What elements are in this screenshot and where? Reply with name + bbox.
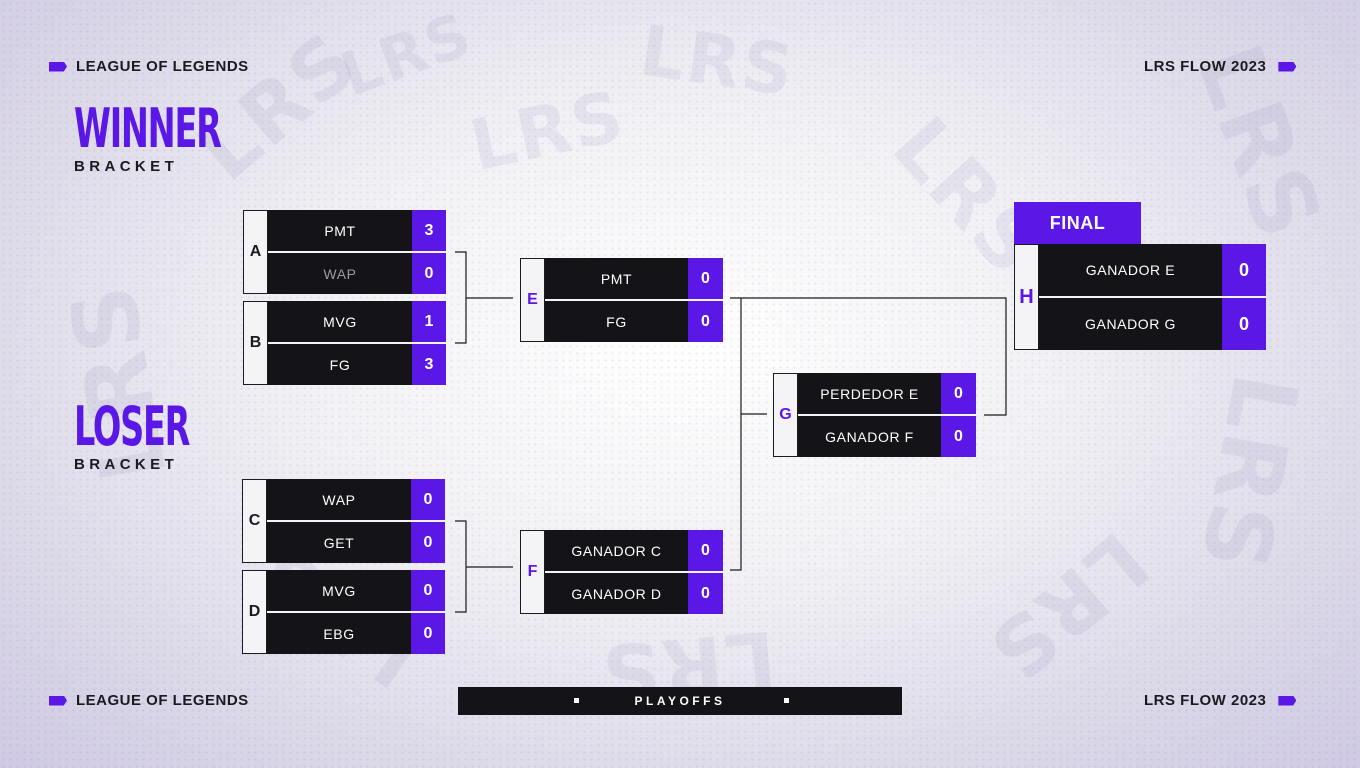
team-name: GANADOR G <box>1039 298 1222 350</box>
team-score: 0 <box>688 530 723 571</box>
match-letter: E <box>520 258 545 342</box>
header-left-text: LEAGUE OF LEGENDS <box>76 58 249 75</box>
team-name: GANADOR F <box>798 416 941 457</box>
match-row[interactable]: MVG 0 <box>267 570 445 611</box>
team-score: 0 <box>412 253 446 294</box>
playoffs-bar: PLAYOFFS <box>458 687 902 715</box>
team-score: 0 <box>411 522 445 563</box>
match-a[interactable]: A PMT 3 WAP 0 <box>243 210 446 294</box>
team-score: 0 <box>411 613 445 654</box>
match-row[interactable]: PMT 3 <box>268 210 446 251</box>
match-row[interactable]: GANADOR C 0 <box>545 530 723 571</box>
tag-icon <box>1278 61 1297 72</box>
match-e[interactable]: E PMT 0 FG 0 <box>520 258 723 342</box>
team-score: 1 <box>412 301 446 342</box>
match-d[interactable]: D MVG 0 EBG 0 <box>242 570 445 654</box>
winner-title-big: WINNER <box>74 97 222 160</box>
footer-left: LEAGUE OF LEGENDS <box>49 692 249 709</box>
playoffs-label: PLAYOFFS <box>634 694 726 708</box>
footer-left-text: LEAGUE OF LEGENDS <box>76 692 249 709</box>
match-letter: B <box>243 301 268 385</box>
match-row[interactable]: GET 0 <box>267 520 445 563</box>
square-icon <box>574 698 579 703</box>
team-score: 0 <box>688 258 723 299</box>
team-name: MVG <box>267 570 411 611</box>
team-score: 0 <box>941 416 976 457</box>
match-row[interactable]: PERDEDOR E 0 <box>798 373 976 414</box>
match-row[interactable]: FG 0 <box>545 299 723 342</box>
match-letter: F <box>520 530 545 614</box>
team-score: 0 <box>688 573 723 614</box>
match-f[interactable]: F GANADOR C 0 GANADOR D 0 <box>520 530 723 614</box>
match-c[interactable]: C WAP 0 GET 0 <box>242 479 445 563</box>
match-row[interactable]: EBG 0 <box>267 611 445 654</box>
footer-right-text: LRS FLOW 2023 <box>1144 692 1267 709</box>
match-row[interactable]: GANADOR G 0 <box>1039 296 1266 350</box>
team-score: 0 <box>688 301 723 342</box>
winner-title-small: BRACKET <box>74 158 179 175</box>
team-name: MVG <box>268 301 412 342</box>
team-score: 3 <box>412 210 446 251</box>
team-name: WAP <box>268 253 412 294</box>
final-label: FINAL <box>1014 202 1141 244</box>
header-left: LEAGUE OF LEGENDS <box>49 58 249 75</box>
match-b[interactable]: B MVG 1 FG 3 <box>243 301 446 385</box>
team-name: PERDEDOR E <box>798 373 941 414</box>
match-letter: A <box>243 210 268 294</box>
winner-bracket-title: WINNER BRACKET <box>74 97 311 176</box>
match-letter: G <box>773 373 798 457</box>
match-letter: C <box>242 479 267 563</box>
loser-title-small: BRACKET <box>74 456 179 473</box>
match-row[interactable]: WAP 0 <box>268 251 446 294</box>
loser-title-big: LOSER <box>74 395 190 458</box>
match-row[interactable]: PMT 0 <box>545 258 723 299</box>
match-letter: H <box>1014 244 1039 350</box>
team-name: GANADOR C <box>545 530 688 571</box>
team-name: PMT <box>268 210 412 251</box>
loser-bracket-title: LOSER BRACKET <box>74 395 260 474</box>
match-h[interactable]: H GANADOR E 0 GANADOR G 0 <box>1014 244 1266 350</box>
team-score: 0 <box>411 570 445 611</box>
match-row[interactable]: GANADOR F 0 <box>798 414 976 457</box>
header-right-text: LRS FLOW 2023 <box>1144 58 1267 75</box>
footer-right: LRS FLOW 2023 <box>1144 692 1297 709</box>
team-name: PMT <box>545 258 688 299</box>
team-score: 0 <box>941 373 976 414</box>
team-name: WAP <box>267 479 411 520</box>
team-name: FG <box>268 344 412 385</box>
match-g[interactable]: G PERDEDOR E 0 GANADOR F 0 <box>773 373 976 457</box>
square-icon <box>784 698 789 703</box>
match-row[interactable]: WAP 0 <box>267 479 445 520</box>
team-name: FG <box>545 301 688 342</box>
tag-icon <box>49 61 67 72</box>
team-score: 3 <box>412 344 446 385</box>
team-name: GANADOR E <box>1039 244 1222 296</box>
watermark-word: LRS <box>332 0 482 111</box>
tag-icon <box>49 695 67 706</box>
watermark-word: LRS <box>1179 366 1318 579</box>
watermark-word: LRS <box>463 74 632 188</box>
team-name: GANADOR D <box>545 573 688 614</box>
match-row[interactable]: MVG 1 <box>268 301 446 342</box>
team-score: 0 <box>1222 298 1266 350</box>
match-row[interactable]: FG 3 <box>268 342 446 385</box>
watermark-word: LRS <box>635 9 800 113</box>
team-score: 0 <box>411 479 445 520</box>
watermark-word: LRS <box>970 514 1166 699</box>
match-row[interactable]: GANADOR D 0 <box>545 571 723 614</box>
match-row[interactable]: GANADOR E 0 <box>1039 244 1266 296</box>
tag-icon <box>1278 695 1297 706</box>
team-name: EBG <box>267 613 411 654</box>
team-name: GET <box>267 522 411 563</box>
header-right: LRS FLOW 2023 <box>1144 58 1297 75</box>
team-score: 0 <box>1222 244 1266 296</box>
match-letter: D <box>242 570 267 654</box>
